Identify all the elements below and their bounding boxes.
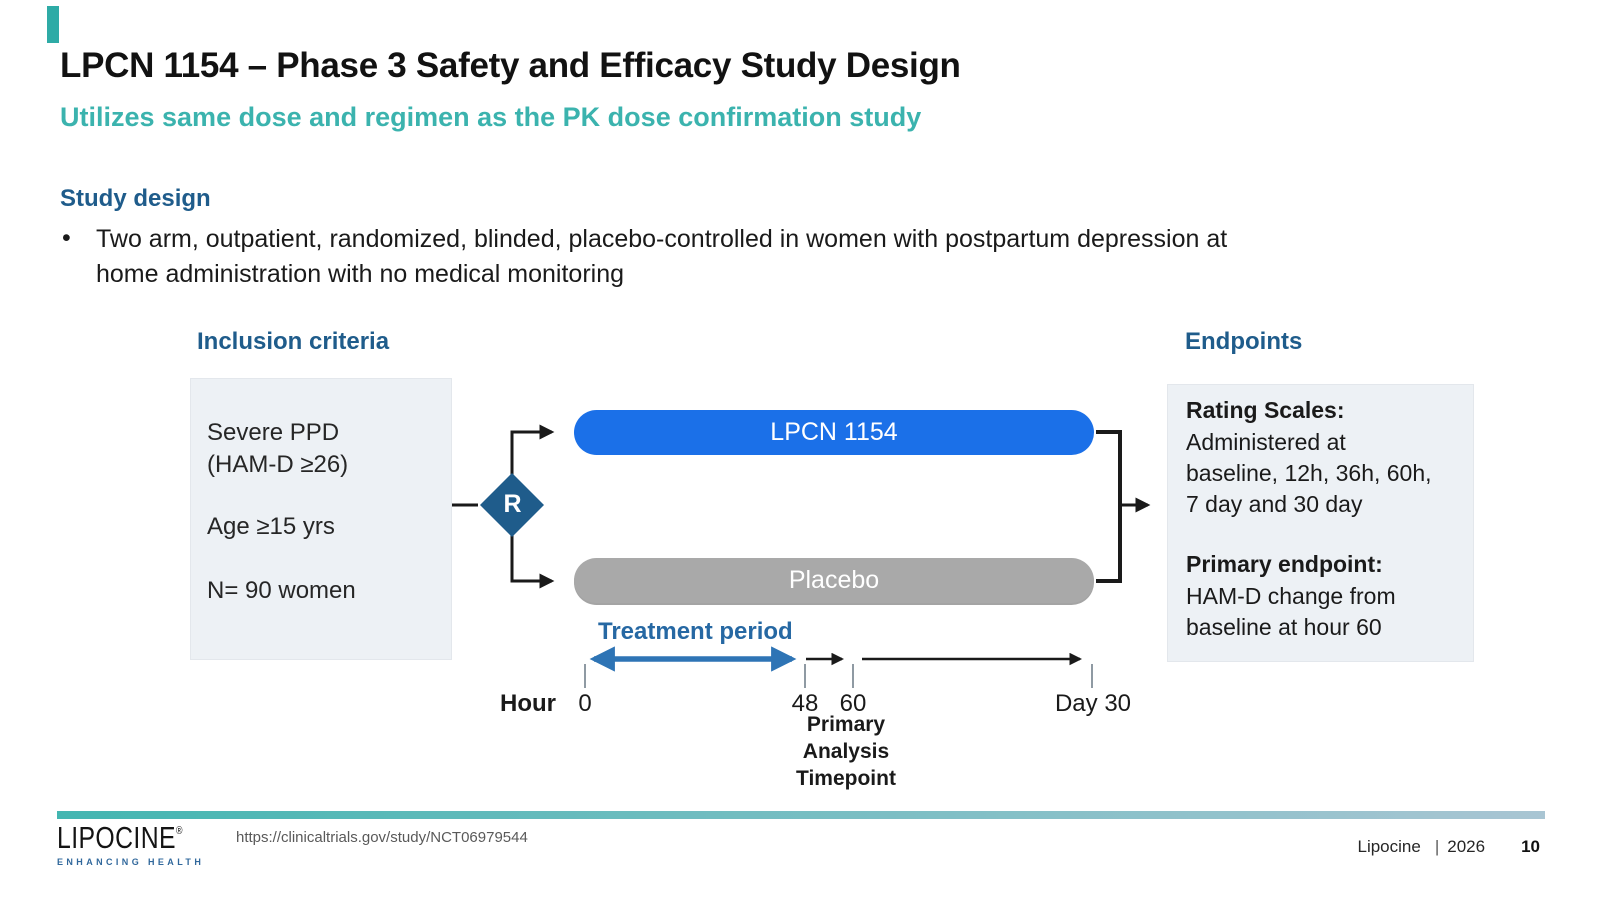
clinicaltrials-url: https://clinicaltrials.gov/study/NCT0697… [236, 829, 528, 846]
inclusion-criteria-heading: Inclusion criteria [197, 328, 390, 355]
timeline-tick-label-0: 0 [578, 690, 592, 717]
inclusion-criteria-box: Severe PPD (HAM-D ≥26) Age ≥15 yrs N= 90… [190, 378, 452, 660]
inclusion-age: Age ≥15 yrs [207, 513, 335, 540]
endpoints-heading: Endpoints [1185, 328, 1303, 355]
rating-scales-label: Rating Scales: [1186, 397, 1345, 423]
page-number: 10 [1521, 837, 1540, 856]
treatment-period-label: Treatment period [598, 618, 793, 645]
inclusion-severity: Severe PPD (HAM-D ≥26) [207, 419, 349, 478]
bullet-marker: • [62, 224, 71, 252]
lipocine-logo: LIPOCINE® ENHANCING HEALTH [57, 820, 214, 867]
footer-separator: | [1434, 837, 1440, 856]
primary-endpoint-label: Primary endpoint: [1186, 551, 1383, 577]
arms-bracket [1096, 430, 1122, 583]
footer-company: Lipocine [1357, 837, 1421, 856]
arm-placebo-pill: Placebo [574, 558, 1094, 603]
arm-lpcn1154-pill: LPCN 1154 [574, 410, 1094, 455]
timeline-tick-label-60: 60 [839, 690, 867, 717]
logo-wordmark: LIPOCINE® [57, 820, 183, 855]
arm-lpcn1154-label: LPCN 1154 [770, 418, 898, 446]
inclusion-sample-size: N= 90 women [207, 577, 356, 604]
teal-accent-bar [47, 6, 59, 43]
randomization-label: R [503, 490, 522, 518]
footer-year: 2026 [1447, 837, 1486, 856]
timeline-axis-label: Hour [500, 690, 556, 717]
timeline-tick-label-48: 48 [791, 690, 819, 717]
study-design-bullet: Two arm, outpatient, randomized, blinded… [96, 225, 1228, 288]
rating-scales-text: Administered at baseline, 12h, 36h, 60h,… [1186, 429, 1432, 517]
arm-placebo-label: Placebo [788, 566, 880, 594]
footer-divider [57, 811, 1545, 819]
timeline-tick-label-day30: Day 30 [1054, 690, 1132, 717]
registered-mark-icon: ® [175, 825, 183, 837]
primary-endpoint-text: HAM-D change from baseline at hour 60 [1186, 583, 1396, 640]
footer-right: Lipocine | 2026 10 [1358, 837, 1541, 857]
study-design-heading: Study design [60, 185, 211, 212]
slide-title: LPCN 1154 – Phase 3 Safety and Efficacy … [60, 46, 961, 85]
arrow-to-arm1 [510, 424, 555, 480]
endpoints-box: Rating Scales: Administered at baseline,… [1167, 384, 1474, 662]
primary-analysis-timepoint-label: Primary Analysis Timepoint [796, 713, 896, 790]
slide-subtitle: Utilizes same dose and regimen as the PK… [60, 102, 922, 132]
arrow-to-arm2 [510, 530, 555, 589]
logo-tagline: ENHANCING HEALTH [57, 857, 205, 867]
